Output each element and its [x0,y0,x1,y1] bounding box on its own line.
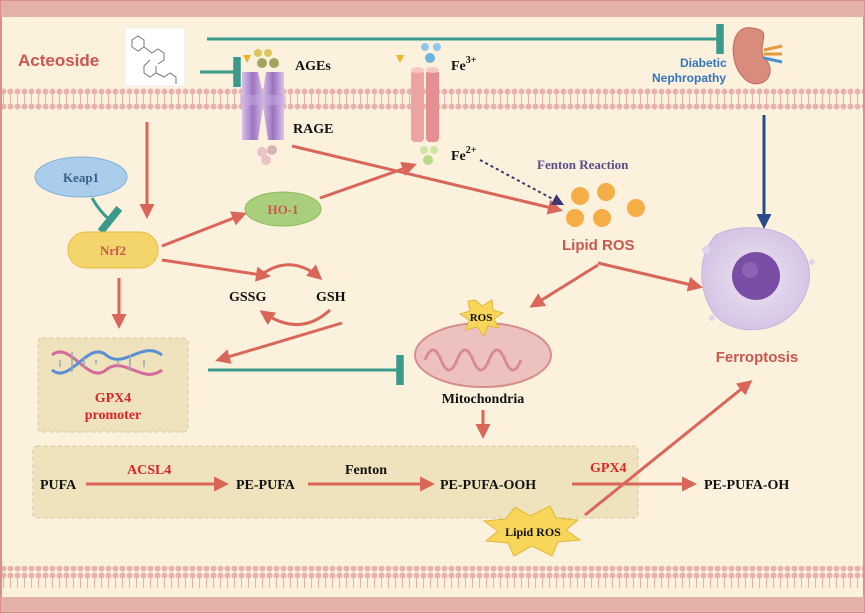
inhibit-keap1-nrf2 [90,197,123,235]
arrow-lipid-ros-to-ferroptosis-bottom [584,380,753,517]
arrow-gsh-to-gssg [259,308,332,326]
arrow-gsh-to-gpx4-promoter [215,321,343,364]
ferroptosis-label: Ferroptosis [716,349,799,366]
gpx4-label: GPX4 [590,461,627,476]
nrf2-node [67,231,159,269]
kidney-icon [732,27,783,85]
acteoside-structure-icon [124,27,186,87]
rage-label: RAGE [293,122,333,137]
fe3-label: Fe3+ [451,55,477,74]
iron-channel-icon [411,67,439,142]
pufa-label: PUFA [40,478,77,493]
acsl4-label: ACSL4 [127,463,171,478]
gssg-label: GSSG [229,290,266,305]
pufa-pathway-box [32,445,639,519]
fe2-label: Fe2+ [451,145,477,164]
pe-pufa-oh-label: PE-PUFA-OH [704,478,789,493]
lipid-ros-burst-icon [482,505,582,557]
arrow-lipid-ros-to-mitochondria [529,263,599,308]
ferroptotic-cell-icon [701,227,815,331]
pe-pufa-label: PE-PUFA [236,478,296,493]
cell-membrane-bottom [2,566,863,588]
ros-burst-icon [458,299,505,337]
mitochondria-label: Mitochondria [442,392,524,407]
rage-receptor-icon [240,72,286,165]
lipid-ros-bottom-label: Lipid ROS [505,525,561,539]
mitochondria-icon [414,322,552,388]
arrow-nrf2-to-ho1 [161,211,247,248]
ages-dots [243,49,279,68]
bottom-border-band [1,597,864,612]
iron-dots-fe3 [396,43,441,63]
arrow-nrf2-to-gsh-cycle [161,258,271,282]
iron-dots-fe2 [420,146,438,165]
diabetic-label: Diabetic [680,56,727,70]
fenton-reaction-label: Fenton Reaction [537,157,629,172]
gsh-label: GSH [316,290,346,305]
arrow-rage-to-lipid-ros [291,144,563,215]
keap1-label: Keap1 [63,170,99,185]
lipid-ros-top-label: Lipid ROS [562,237,635,254]
nephropathy-label: Nephropathy [652,71,726,85]
gpx4-promoter-label-2: promoter [85,408,142,423]
gpx4-promoter-label-1: GPX4 [95,391,132,406]
ros-label: ROS [470,312,493,324]
dna-helix-icon [51,349,163,376]
fenton-label: Fenton [345,463,387,478]
ages-label: AGEs [295,59,331,74]
top-border-band [1,1,864,17]
acteoside-label: Acteoside [18,51,99,70]
keap1-node [34,156,128,198]
nrf2-label: Nrf2 [100,243,126,258]
ho1-node [244,191,322,227]
pe-pufa-ooh-label: PE-PUFA-OOH [440,478,536,493]
lipid-ros-dots [566,183,645,227]
ho1-label: HO-1 [267,202,298,217]
arrow-lipid-ros-to-ferroptosis [597,261,703,292]
